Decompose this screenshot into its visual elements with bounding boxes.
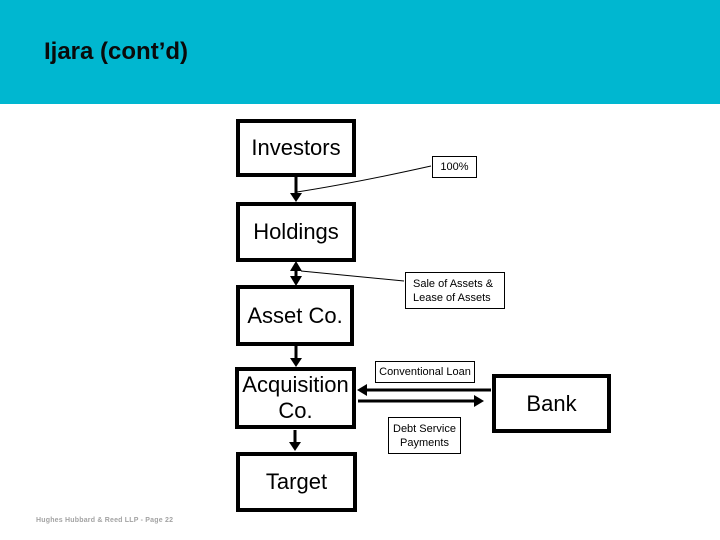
node-asset-co-label: Asset Co. xyxy=(247,302,343,328)
header-band xyxy=(0,0,720,104)
callout-debt-service: Debt Service Payments xyxy=(388,417,461,454)
callout-debt-service-line1: Debt Service xyxy=(393,422,456,435)
node-asset-co: Asset Co. xyxy=(236,285,354,346)
callout-line-sale-lease xyxy=(300,270,405,282)
arrow-acquisition-to-bank-head xyxy=(474,395,484,407)
node-holdings: Holdings xyxy=(236,202,356,262)
callout-sale-lease-line2: Lease of Assets xyxy=(413,291,491,304)
node-investors: Investors xyxy=(236,119,356,177)
callout-conventional-loan: Conventional Loan xyxy=(375,361,475,383)
node-target-label: Target xyxy=(265,469,328,494)
arrow-acquisition-to-target-head xyxy=(289,442,301,451)
callout-conventional-loan-label: Conventional Loan xyxy=(379,366,471,378)
node-acquisition-co-label-line2: Co. xyxy=(278,398,313,423)
arrow-bank-to-acquisition-head xyxy=(357,384,367,396)
node-acquisition-co-label: Acquisition Co. xyxy=(242,372,348,424)
arrow-investors-to-holdings-head xyxy=(290,193,302,202)
callout-ownership-label: 100% xyxy=(440,161,469,173)
callout-debt-service-line2: Payments xyxy=(400,436,449,449)
arrow-holdings-asset-co-head-up xyxy=(290,261,302,271)
node-acquisition-co: Acquisition Co. xyxy=(235,367,356,429)
callout-ownership: 100% xyxy=(432,156,477,178)
node-bank-label: Bank xyxy=(526,390,577,416)
node-holdings-label: Holdings xyxy=(253,219,339,244)
node-target: Target xyxy=(236,452,357,512)
arrow-asset-co-to-acquisition-head xyxy=(290,358,302,367)
node-bank: Bank xyxy=(492,374,611,433)
callout-sale-lease: Sale of Assets & Lease of Assets xyxy=(405,272,505,309)
page-title: Ijara (cont’d) xyxy=(44,38,189,65)
node-investors-label: Investors xyxy=(251,135,341,160)
footer-text: Hughes Hubbard & Reed LLP - Page 22 xyxy=(36,517,174,524)
node-acquisition-co-label-line1: Acquisition xyxy=(242,372,349,397)
callout-sale-lease-line1: Sale of Assets & xyxy=(413,277,494,290)
